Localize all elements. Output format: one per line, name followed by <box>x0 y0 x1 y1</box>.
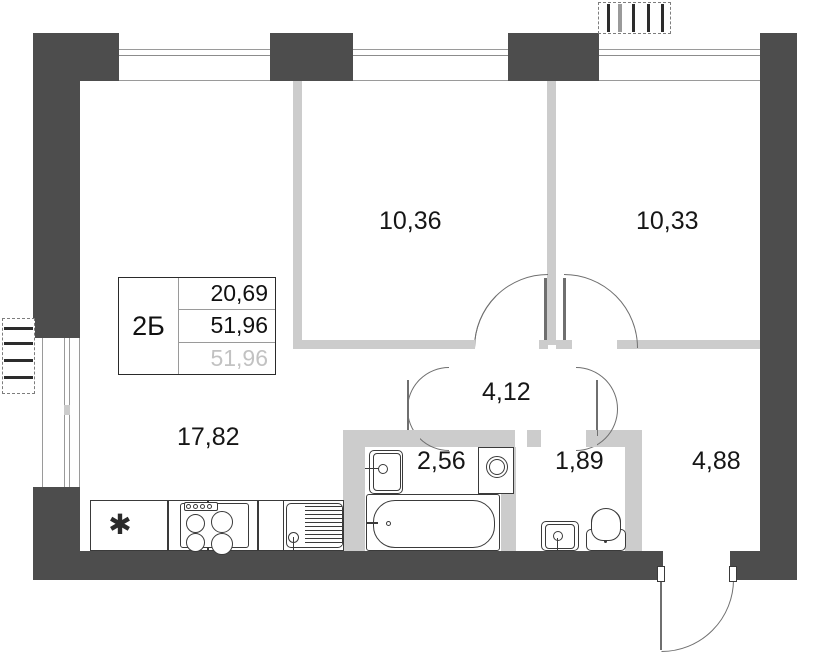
washing-machine-drum-inner <box>489 459 505 475</box>
exterior-wall-pier-1 <box>270 33 353 81</box>
door-leaf-entrance[interactable] <box>660 580 662 650</box>
exterior-wall-right <box>760 33 797 551</box>
door-jamb-bedroom-right-a <box>563 340 572 349</box>
unit-info-table: 2Б 20,69 51,96 51,96 <box>118 277 276 375</box>
exterior-wall-pier-2 <box>508 33 599 81</box>
kitchen-sink-tap <box>293 537 294 551</box>
stove-knob-2 <box>193 504 198 509</box>
window-bedroom-left-mullion <box>353 55 508 56</box>
stove-burner-3 <box>186 533 205 552</box>
interior-wall-bathroom-top <box>343 430 407 447</box>
door-jamb-bedroom-left-a <box>466 340 475 349</box>
bathroom-sink-tap <box>365 468 379 469</box>
stove-burner-4 <box>211 533 233 555</box>
unit-code-label: 2Б <box>119 278 179 374</box>
balcony-left-bar-3 <box>4 359 33 362</box>
door-leaf-bathroom[interactable] <box>407 380 409 436</box>
window-balcony-door-left <box>42 338 80 487</box>
balcony-top-bar-1 <box>607 4 610 32</box>
door-leaf-bedroom-left[interactable] <box>544 278 547 345</box>
interior-wall-vertical-1 <box>293 81 302 345</box>
stove-burner-2 <box>211 511 233 533</box>
window-kitchen-mullion <box>119 55 270 56</box>
room-label-kitchen-living: 17,82 <box>177 423 240 451</box>
door-jamb-wc <box>586 430 597 447</box>
wc-sink-drain <box>553 531 563 541</box>
toilet-bowl <box>591 508 621 541</box>
window-bedroom-right <box>599 49 760 81</box>
exterior-wall-bottom-left <box>33 551 663 580</box>
room-label-wc: 1,89 <box>555 447 604 475</box>
window-bedroom-right-mullion <box>599 55 760 56</box>
stove-burner-1 <box>186 514 205 533</box>
room-label-bedroom-right: 10,33 <box>636 207 699 235</box>
balcony-left-bar-4 <box>4 376 33 379</box>
balcony-door-left-jamb <box>64 405 70 415</box>
fridge-icon: ✱ <box>108 509 132 540</box>
exterior-wall-bottom-right <box>730 551 797 580</box>
interior-wall-vertical-2 <box>547 81 556 345</box>
bathtub-drain <box>386 521 391 526</box>
stove-knob-4 <box>207 504 212 509</box>
door-leaf-bedroom-right[interactable] <box>563 278 566 345</box>
interior-wall-wc-right <box>625 430 642 551</box>
room-label-corridor-right: 4,88 <box>692 447 741 475</box>
bathtub-tap <box>366 522 378 524</box>
exterior-wall-left-upper <box>33 33 80 338</box>
balcony-left-bar-1 <box>4 327 33 330</box>
bathtub-inner <box>373 500 495 548</box>
door-jamb-entrance-b <box>729 566 737 582</box>
door-jamb-entrance-a <box>657 566 665 582</box>
door-arc-wc <box>576 367 618 451</box>
bathroom-sink-drain <box>378 464 388 474</box>
balcony-top-bar-5 <box>661 4 664 32</box>
living-area-value: 20,69 <box>179 278 275 311</box>
balcony-top-bar-3 <box>632 4 635 32</box>
door-jamb-bathroom <box>407 430 420 447</box>
room-label-bedroom-left: 10,36 <box>379 207 442 235</box>
stove-knob-1 <box>186 504 191 509</box>
balcony-left-bar-2 <box>4 342 33 345</box>
balcony-top-bar-4 <box>647 4 650 32</box>
total-area-value: 51,96 <box>179 310 275 343</box>
unit-areas-rows: 20,69 51,96 51,96 <box>179 278 275 374</box>
balcony-top-bar-2 <box>618 4 622 32</box>
room-label-bathroom: 2,56 <box>417 447 466 475</box>
room-label-hallway: 4,12 <box>482 378 531 406</box>
interior-wall-bathroom-left <box>343 430 365 551</box>
window-kitchen <box>119 49 270 81</box>
door-jamb-bedroom-left-b <box>539 340 548 349</box>
kitchen-counter-fridge <box>90 500 168 551</box>
door-leaf-wc[interactable] <box>596 380 598 436</box>
interior-wall-wc-left <box>527 430 541 447</box>
balcony-left <box>2 318 35 394</box>
door-jamb-bedroom-right-b <box>617 340 626 349</box>
wc-sink-tap <box>557 538 558 551</box>
toilet-flush-button <box>604 540 607 543</box>
interior-wall-bedroom-right-bottom <box>625 340 760 349</box>
interior-wall-bedroom-left-bottom <box>293 340 474 349</box>
stove-knob-3 <box>200 504 205 509</box>
window-bedroom-left <box>353 49 508 81</box>
total-area-secondary-value: 51,96 <box>210 344 268 371</box>
kitchen-sink-drainboard <box>305 506 342 545</box>
